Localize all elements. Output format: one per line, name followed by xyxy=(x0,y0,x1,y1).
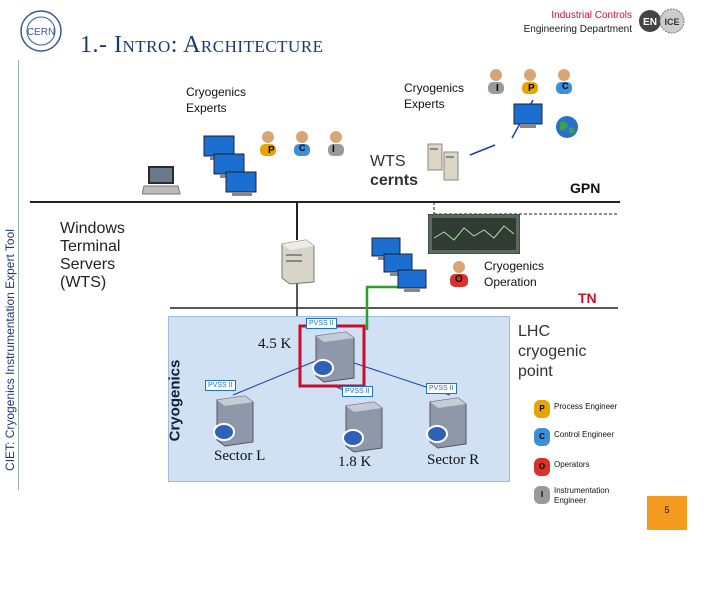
badge-i-left: I xyxy=(332,144,335,155)
page-title: 1.- Intro: Architecture xyxy=(80,32,324,58)
ice-logo-text: ICE xyxy=(664,17,679,27)
wts-servers-line-4: (WTS) xyxy=(60,274,107,291)
sector-r-label: Sector R xyxy=(427,452,480,468)
en-ice-logo: EN ICE xyxy=(639,8,685,34)
dept-line-2: Engineering Department xyxy=(523,24,632,35)
legend-badge: C xyxy=(534,428,550,446)
experts-people-right xyxy=(488,69,572,94)
lhc-label: LHC cryogenic point xyxy=(518,322,618,382)
legend-label: Operators xyxy=(554,460,590,469)
expert-blue-link-2 xyxy=(469,144,496,156)
wts-servers-line-1: Windows xyxy=(60,220,125,237)
lhc-line-1: LHC xyxy=(518,323,551,340)
badge-c-right: C xyxy=(562,81,569,91)
legend-item: P Process Engineer xyxy=(528,398,638,426)
dept-line-1: Industrial Controls xyxy=(551,10,632,21)
wts-servers-line-3: Servers xyxy=(60,256,116,273)
badge-p-right: P xyxy=(528,83,535,94)
operation-pc-icons xyxy=(371,237,427,292)
gpn-label: GPN xyxy=(570,180,601,196)
server-right-icon xyxy=(426,397,467,449)
pvss-tag-center: PVSS II xyxy=(342,386,373,397)
experts-right-label: Cryogenics Experts xyxy=(404,81,465,111)
server-master-icon xyxy=(312,331,355,383)
side-rule xyxy=(18,60,19,490)
badge-c-left: C xyxy=(299,143,306,153)
wts-label: WTS cernts xyxy=(370,152,418,190)
legend-item: C Control Engineer xyxy=(528,426,638,456)
tree-line-left xyxy=(232,359,319,396)
operator-person xyxy=(450,261,468,287)
badge-i-right: I xyxy=(496,83,499,94)
server-center-icon xyxy=(342,401,383,453)
lhc-line-3: point xyxy=(518,363,553,380)
page-number: 5 xyxy=(664,505,670,515)
legend-badge: P xyxy=(534,400,550,418)
wts-tower-icon xyxy=(281,239,315,285)
page-badge xyxy=(647,496,687,530)
globe-icon xyxy=(556,116,578,138)
k45-label: 4.5 K xyxy=(258,336,292,352)
legend-item: I Instrumentation Engineer xyxy=(528,484,638,510)
pvss-tag-left: PVSS II xyxy=(205,380,236,391)
legend-badge: O xyxy=(534,458,550,476)
legend-label: Instrumentation Engineer xyxy=(554,486,610,505)
badge-p-left: P xyxy=(268,145,275,156)
wts-line-2: cernts xyxy=(370,172,419,189)
legend-label: Control Engineer xyxy=(554,430,615,439)
expert-pc-icons xyxy=(203,135,257,196)
cernts-servers-icon xyxy=(427,143,459,181)
badge-o: O xyxy=(455,274,463,285)
laptop-icon xyxy=(142,166,181,195)
lhc-line-2: cryogenic xyxy=(518,343,587,360)
legend-label: Process Engineer xyxy=(554,402,618,411)
pvss-tag-right: PVSS II xyxy=(426,383,457,394)
cern-logo: CERN xyxy=(20,10,62,52)
remote-expert-pc-icon xyxy=(513,103,543,128)
experts-left-label: Cryogenics Experts xyxy=(186,85,247,115)
legend-item: O Operators xyxy=(528,456,638,484)
legend-badge: I xyxy=(534,486,550,504)
server-left-icon xyxy=(213,395,254,447)
tn-label: TN xyxy=(578,290,597,306)
experts-people-left xyxy=(260,131,344,156)
wts-servers-label: Windows Terminal Servers (WTS) xyxy=(60,220,125,292)
k18-label: 1.8 K xyxy=(338,454,372,470)
wts-line-1: WTS xyxy=(370,153,406,170)
sector-l-label: Sector L xyxy=(214,448,266,464)
cern-logo-text: CERN xyxy=(27,27,55,38)
cryo-operation-label: Cryogenics Operation xyxy=(484,259,545,289)
role-legend: P Process Engineer C Control Engineer O … xyxy=(528,398,638,510)
wts-servers-line-2: Terminal xyxy=(60,238,121,255)
pvss-tag-top: PVSS II xyxy=(306,318,337,329)
scada-screen-icon xyxy=(428,214,520,254)
en-logo-text: EN xyxy=(643,17,657,28)
